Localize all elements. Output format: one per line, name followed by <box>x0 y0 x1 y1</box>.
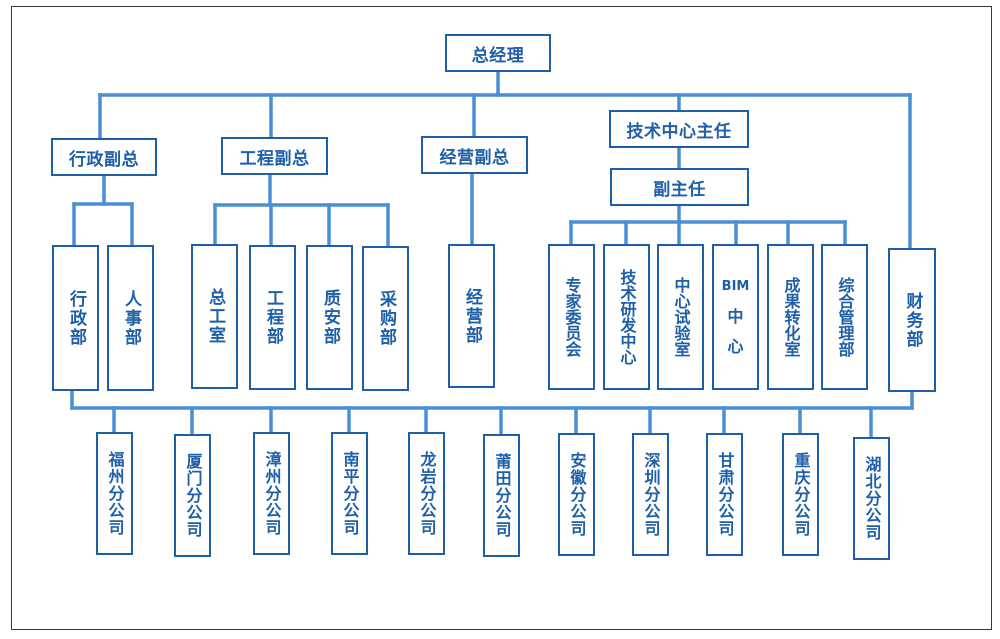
node-label: 深圳分公司 <box>641 452 661 537</box>
node-label: 综合管理部 <box>835 277 855 357</box>
node-label: 工程副总 <box>239 148 310 169</box>
node-label: 行政副总 <box>69 149 139 170</box>
dept-results-transfer: 成果转化室 <box>767 244 814 390</box>
node-label: 总工室 <box>205 288 225 345</box>
branch-office: 福州分公司 <box>96 432 133 555</box>
dept-quality-safety: 质安部 <box>306 245 353 390</box>
dept-engineering: 工程部 <box>249 245 296 390</box>
node-label: 厦门分公司 <box>183 453 203 538</box>
node-label: 总经理 <box>471 45 525 66</box>
node-label: 成果转化室 <box>781 277 801 357</box>
branch-office: 甘肃分公司 <box>706 433 743 556</box>
node-label: 财务部 <box>902 291 923 349</box>
node-label: 质安部 <box>320 289 340 346</box>
node-label: 技术中心主任 <box>626 121 732 142</box>
branch-office: 厦门分公司 <box>174 434 211 557</box>
node-label: 漳州分公司 <box>262 451 282 536</box>
branch-office: 深圳分公司 <box>632 433 669 556</box>
branch-office: 漳州分公司 <box>253 432 290 555</box>
node-label-center: 中 <box>727 302 743 332</box>
node-admin-vp: 行政副总 <box>51 138 157 176</box>
node-general-manager: 总经理 <box>445 34 551 72</box>
node-label: 湖北分公司 <box>862 456 882 541</box>
node-label: 重庆分公司 <box>791 452 811 537</box>
node-label: 龙岩分公司 <box>417 451 437 536</box>
node-label: 安徽分公司 <box>567 452 587 537</box>
node-business-vp: 经营副总 <box>421 136 528 174</box>
dept-business: 经营部 <box>448 244 495 388</box>
node-tech-center-director: 技术中心主任 <box>609 110 749 148</box>
branch-office: 湖北分公司 <box>853 437 890 560</box>
node-label: 莆田分公司 <box>492 453 512 538</box>
node-label: 南平分公司 <box>340 451 360 536</box>
node-label: 行政部 <box>66 289 86 347</box>
dept-tech-rnd-center: 技术研发中心 <box>603 244 650 390</box>
node-label: 工程部 <box>263 289 283 346</box>
dept-bim-center: BIM 中 心 <box>712 244 759 390</box>
branch-office: 重庆分公司 <box>782 433 819 556</box>
node-label-char: 心 <box>727 337 744 356</box>
node-label: 中心试验室 <box>671 277 691 357</box>
node-label-bim: BIM <box>721 279 750 294</box>
node-label: 经营部 <box>462 287 482 345</box>
branch-office: 南平分公司 <box>331 432 368 555</box>
node-label: 采购部 <box>376 290 396 347</box>
node-label-center: 心 <box>727 332 743 362</box>
dept-chief-engineer-office: 总工室 <box>191 244 238 389</box>
dept-human-resources: 人事部 <box>107 245 154 391</box>
node-label-char: 中 <box>727 307 744 326</box>
node-label: 甘肃分公司 <box>715 452 735 537</box>
node-label: 人事部 <box>121 289 141 347</box>
branch-office: 莆田分公司 <box>483 434 520 557</box>
dept-central-lab: 中心试验室 <box>657 244 704 390</box>
node-label: 副主任 <box>653 179 706 200</box>
branch-office: 安徽分公司 <box>558 433 595 556</box>
dept-finance: 财务部 <box>888 248 936 392</box>
branch-office: 龙岩分公司 <box>408 432 445 555</box>
node-label: 技术研发中心 <box>617 269 637 365</box>
node-deputy-director: 副主任 <box>610 168 749 206</box>
dept-procurement: 采购部 <box>362 246 409 391</box>
dept-administration: 行政部 <box>52 245 99 391</box>
node-label: 福州分公司 <box>105 451 125 536</box>
dept-expert-committee: 专家委员会 <box>548 244 595 390</box>
node-label: 专家委员会 <box>562 277 582 357</box>
node-label: 经营副总 <box>439 147 510 168</box>
dept-general-management: 综合管理部 <box>821 244 868 390</box>
node-engineering-vp: 工程副总 <box>221 137 328 175</box>
